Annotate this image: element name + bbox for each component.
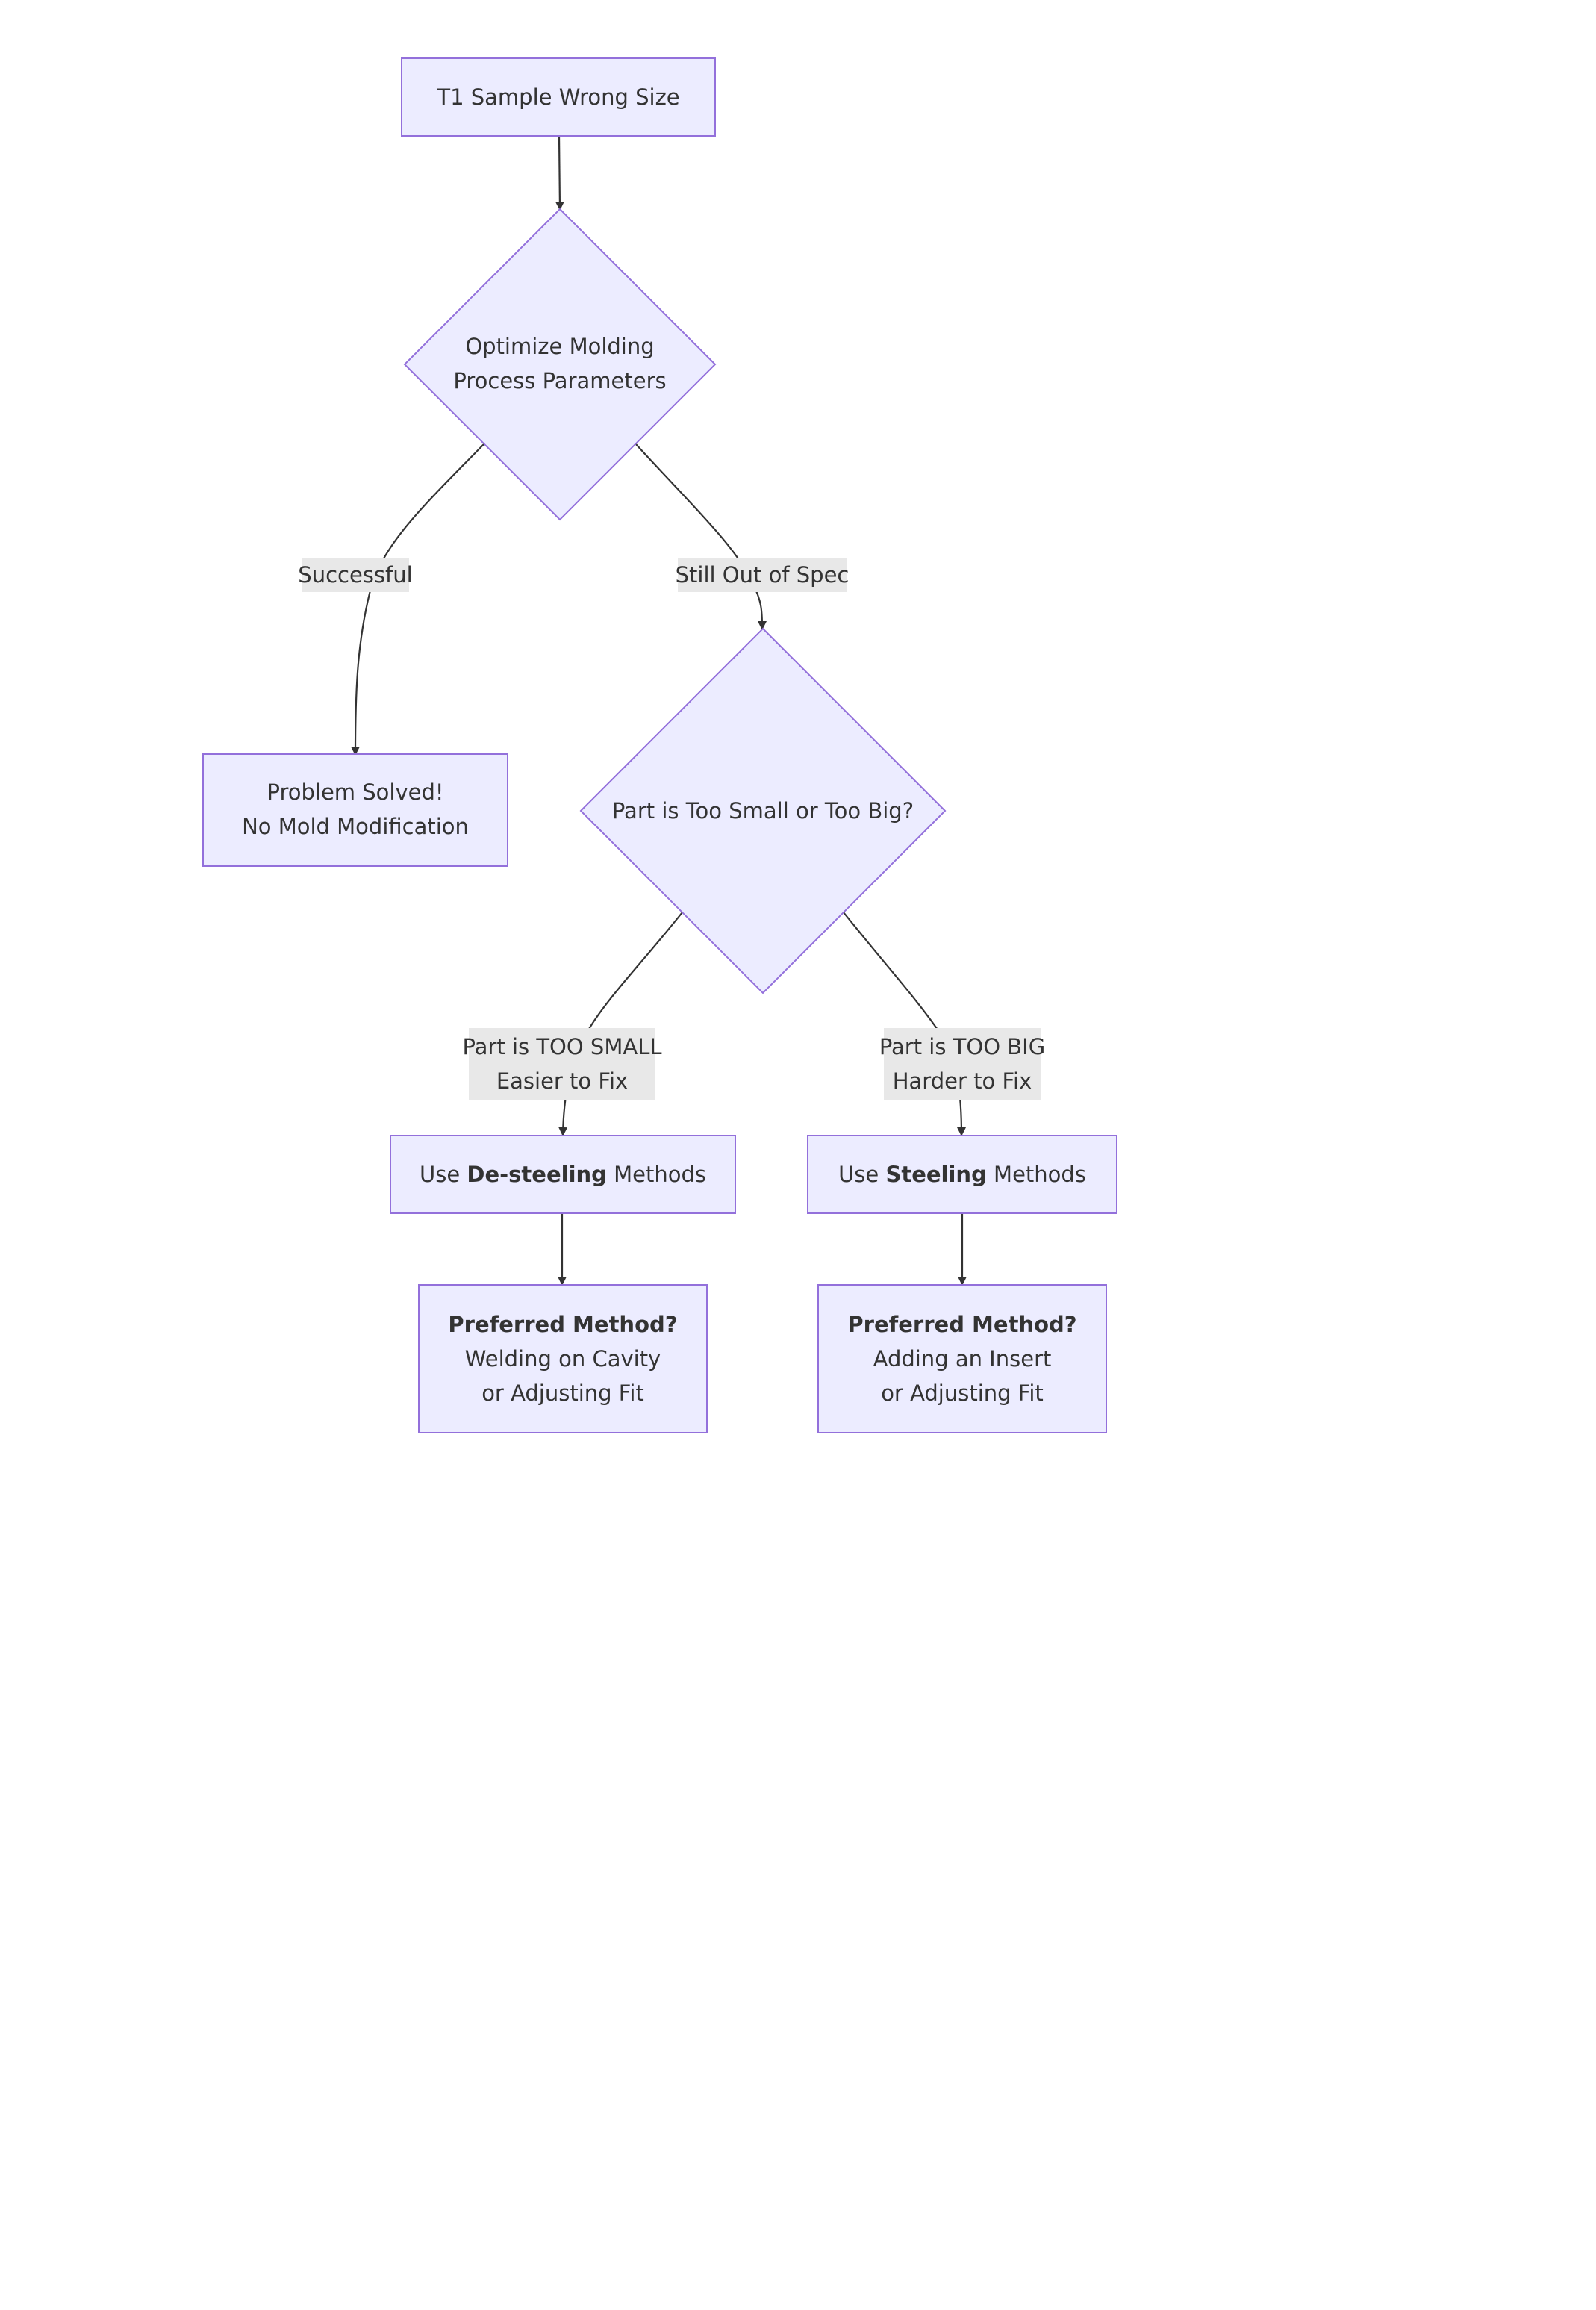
edge-label-successful: Successful bbox=[298, 558, 413, 592]
decision-label: Part is Too Small or Too Big? bbox=[612, 798, 914, 824]
node-title: Preferred Method? bbox=[847, 1312, 1076, 1337]
node-shape bbox=[817, 1284, 1107, 1433]
node-label-prefix: Use bbox=[420, 1162, 467, 1187]
node-label-line: or Adjusting Fit bbox=[881, 1380, 1044, 1406]
edge-label-text: Still Out of Spec bbox=[676, 562, 850, 588]
node-label-line: Welding on Cavity bbox=[465, 1346, 661, 1372]
edge-label-line: Part is TOO BIG bbox=[879, 1034, 1045, 1059]
node-shape bbox=[390, 1135, 736, 1214]
node-label-emphasis: Steeling bbox=[885, 1162, 986, 1187]
edge-label-background bbox=[884, 1028, 1041, 1100]
edge-label-background bbox=[469, 1028, 655, 1100]
edge-label-line: Easier to Fix bbox=[496, 1068, 628, 1094]
node-problem-solved: Problem Solved! No Mold Modification bbox=[202, 753, 508, 867]
node-shape bbox=[807, 1135, 1117, 1214]
edge-label-line: Harder to Fix bbox=[893, 1068, 1032, 1094]
edge-label-text: Successful bbox=[298, 562, 412, 588]
edge-size-check-to-steel bbox=[843, 912, 966, 1136]
edge-size-check-to-desteel bbox=[558, 912, 683, 1136]
edge-start-to-optimize bbox=[555, 135, 564, 211]
decision-label-line: Process Parameters bbox=[453, 368, 666, 393]
node-title: Preferred Method? bbox=[448, 1312, 677, 1337]
node-label-prefix: Use bbox=[838, 1162, 885, 1187]
edge-label-background bbox=[678, 558, 847, 592]
edge-label-still-out-of-spec: Still Out of Spec bbox=[676, 558, 850, 592]
node-label-line: Adding an Insert bbox=[873, 1346, 1052, 1372]
decision-label-line: Optimize Molding bbox=[465, 334, 654, 359]
node-label-emphasis: De-steeling bbox=[467, 1162, 607, 1187]
node-label-suffix: Methods bbox=[607, 1162, 706, 1187]
node-label-line: Problem Solved! bbox=[266, 779, 443, 805]
edge-optimize-to-size-check bbox=[635, 443, 767, 630]
decision-shape bbox=[403, 208, 717, 521]
node-preferred-method-insert: Preferred Method? Adding an Insert or Ad… bbox=[817, 1284, 1107, 1433]
node-label: T1 Sample Wrong Size bbox=[436, 84, 679, 110]
node-use-steeling-methods: Use Steeling Methods bbox=[807, 1135, 1117, 1214]
node-shape bbox=[418, 1284, 708, 1433]
node-use-de-steeling-methods: Use De-steeling Methods bbox=[390, 1135, 736, 1214]
decision-too-small-or-too-big: Part is Too Small or Too Big? bbox=[579, 627, 947, 994]
node-label: Use De-steeling Methods bbox=[420, 1162, 706, 1187]
node-t1-sample-wrong-size: T1 Sample Wrong Size bbox=[401, 57, 716, 137]
decision-shape bbox=[579, 627, 947, 994]
node-label-line: No Mold Modification bbox=[242, 814, 469, 839]
edge-optimize-to-solved bbox=[351, 443, 484, 756]
node-label-suffix: Methods bbox=[987, 1162, 1086, 1187]
node-shape bbox=[401, 57, 716, 137]
edge-label-line: Part is TOO SMALL bbox=[462, 1034, 661, 1059]
edge-label-too-small: Part is TOO SMALL Easier to Fix bbox=[462, 1028, 662, 1100]
node-label-line: or Adjusting Fit bbox=[481, 1380, 644, 1406]
node-preferred-method-welding: Preferred Method? Welding on Cavity or A… bbox=[418, 1284, 708, 1433]
edge-label-too-big: Part is TOO BIG Harder to Fix bbox=[879, 1028, 1045, 1100]
edge-label-background bbox=[302, 558, 409, 592]
node-shape bbox=[202, 753, 508, 867]
node-label: Use Steeling Methods bbox=[838, 1162, 1086, 1187]
decision-optimize-molding: Optimize Molding Process Parameters bbox=[403, 208, 717, 521]
